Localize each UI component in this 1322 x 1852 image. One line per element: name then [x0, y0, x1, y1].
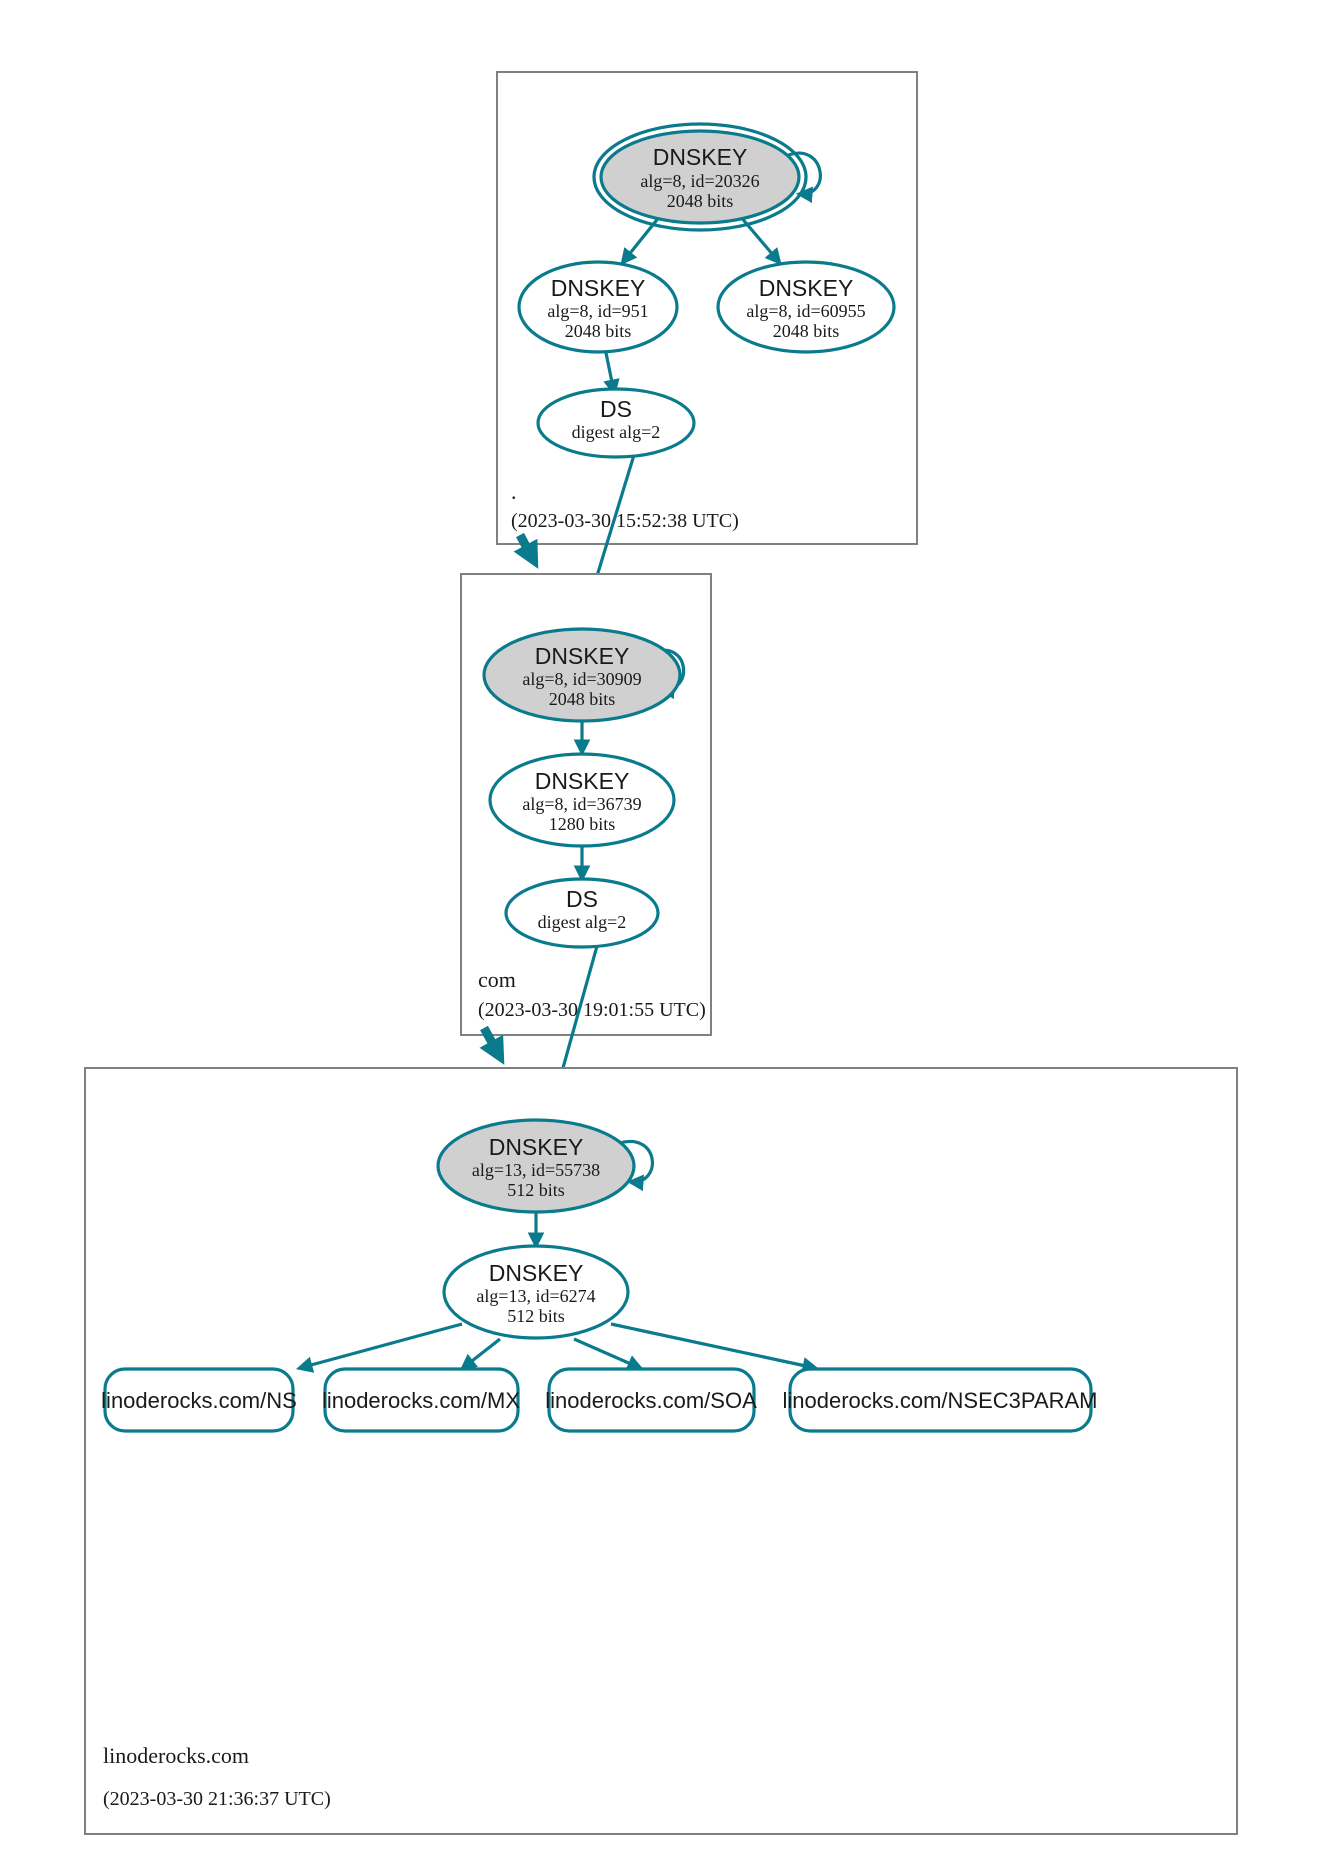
- node-zone-zsk[interactable]: DNSKEY alg=13, id=6274 512 bits: [442, 1244, 630, 1340]
- rrset-node-nsec3param[interactable]: linoderocks.com/NSEC3PARAM: [782, 1367, 1098, 1433]
- node-com-ksk-ellipse: [482, 627, 682, 723]
- node-root-ksk-alg-id: alg=8, id=20326: [640, 171, 759, 191]
- node-zone-zsk-ellipse: [442, 1244, 630, 1340]
- node-zone-zsk-bits: 512 bits: [507, 1306, 565, 1326]
- zone-label-linoderocks: linoderocks.com: [103, 1743, 249, 1768]
- rrset-label-nsec3param: linoderocks.com/NSEC3PARAM: [782, 1388, 1097, 1413]
- node-root-ds[interactable]: DS digest alg=2: [536, 387, 696, 459]
- rrset-label-mx: linoderocks.com/MX: [322, 1388, 520, 1413]
- edge-delegation-com-to-linoderocks: [479, 1025, 505, 1065]
- rrset-box-ns: [103, 1367, 295, 1433]
- node-com-zsk-alg-id: alg=8, id=36739: [522, 794, 641, 814]
- node-root-zsk-951-alg-id: alg=8, id=951: [547, 301, 648, 321]
- edge-zsk-to-rrset-nsec3param: [610, 1322, 820, 1374]
- node-zone-ksk-bits: 512 bits: [507, 1180, 565, 1200]
- node-root-ksk-anchor-ring: [592, 122, 808, 232]
- node-root-zsk-60955-ellipse: [716, 260, 896, 354]
- node-root-ds-digest: digest alg=2: [572, 422, 661, 442]
- node-com-ksk-title: DNSKEY: [535, 643, 630, 669]
- rrset-box-mx: [323, 1367, 520, 1433]
- node-root-zsk-951-title: DNSKEY: [551, 275, 646, 301]
- zone-label-com: com: [478, 967, 516, 992]
- node-root-zsk-60955[interactable]: DNSKEY alg=8, id=60955 2048 bits: [716, 260, 896, 354]
- node-root-zsk-951-bits: 2048 bits: [565, 321, 632, 341]
- node-zone-zsk-title: DNSKEY: [489, 1260, 584, 1286]
- node-root-ds-ellipse: [536, 387, 696, 459]
- node-zone-ksk-alg-id: alg=13, id=55738: [472, 1160, 600, 1180]
- node-com-ksk-alg-id: alg=8, id=30909: [522, 669, 641, 689]
- node-zone-ksk-ellipse: [436, 1118, 636, 1214]
- node-com-ds-ellipse: [504, 877, 660, 949]
- zone-group-linoderocks: DNSKEY alg=13, id=55738 512 bits DNSKEY …: [84, 1067, 1238, 1835]
- node-root-ksk-bits: 2048 bits: [667, 191, 734, 211]
- node-com-ksk[interactable]: DNSKEY alg=8, id=30909 2048 bits: [482, 627, 682, 723]
- edge-zsk-to-rrset-soa: [573, 1337, 644, 1371]
- node-zone-ksk[interactable]: DNSKEY alg=13, id=55738 512 bits: [436, 1118, 636, 1214]
- node-com-ds-title: DS: [566, 886, 598, 912]
- edge-zone-ksk-self-loop: [619, 1139, 654, 1192]
- node-com-zsk-bits: 1280 bits: [549, 814, 616, 834]
- rrset-node-soa[interactable]: linoderocks.com/SOA: [545, 1367, 757, 1433]
- node-root-ksk-ellipse: [599, 129, 801, 225]
- node-com-ds[interactable]: DS digest alg=2: [504, 877, 660, 949]
- node-com-zsk[interactable]: DNSKEY alg=8, id=36739 1280 bits: [488, 752, 676, 848]
- node-root-zsk-60955-alg-id: alg=8, id=60955: [746, 301, 865, 321]
- zone-box-linoderocks: [84, 1067, 1238, 1835]
- edge-root-ksk-self-loop: [785, 151, 822, 204]
- node-zone-ksk-title: DNSKEY: [489, 1134, 584, 1160]
- rrset-label-ns: linoderocks.com/NS: [101, 1388, 297, 1413]
- rrset-box-soa: [547, 1367, 756, 1433]
- node-zone-zsk-alg-id: alg=13, id=6274: [476, 1286, 595, 1306]
- node-com-ksk-bits: 2048 bits: [549, 689, 616, 709]
- zone-label-root: .: [511, 479, 517, 504]
- edge-root-zsk951-to-ds: [603, 347, 620, 397]
- rrset-node-ns[interactable]: linoderocks.com/NS: [101, 1367, 297, 1433]
- node-root-ksk-title: DNSKEY: [653, 144, 748, 170]
- zone-group-com: DNSKEY alg=8, id=30909 2048 bits DNSKEY …: [460, 573, 712, 1036]
- node-root-zsk-60955-title: DNSKEY: [759, 275, 854, 301]
- edge-zsk-to-rrset-mx: [459, 1337, 501, 1371]
- node-com-zsk-title: DNSKEY: [535, 768, 630, 794]
- rrset-label-soa: linoderocks.com/SOA: [545, 1388, 757, 1413]
- rrset-box-nsec3param: [788, 1367, 1093, 1433]
- zone-timestamp-root: (2023-03-30 15:52:38 UTC): [511, 510, 739, 532]
- zone-timestamp-com: (2023-03-30 19:01:55 UTC): [478, 999, 706, 1021]
- rrset-node-mx[interactable]: linoderocks.com/MX: [322, 1367, 520, 1433]
- node-root-zsk-951-ellipse: [517, 260, 679, 354]
- zone-group-root: DNSKEY alg=8, id=20326 2048 bits DNSKEY …: [496, 71, 918, 545]
- node-root-zsk-951[interactable]: DNSKEY alg=8, id=951 2048 bits: [517, 260, 679, 354]
- edge-zsk-to-rrset-ns: [295, 1322, 463, 1373]
- node-root-ds-title: DS: [600, 396, 632, 422]
- zone-timestamp-linoderocks: (2023-03-30 21:36:37 UTC): [103, 1788, 331, 1810]
- node-com-ds-digest: digest alg=2: [538, 912, 627, 932]
- node-root-zsk-60955-bits: 2048 bits: [773, 321, 840, 341]
- node-root-ksk[interactable]: DNSKEY alg=8, id=20326 2048 bits: [592, 122, 808, 232]
- node-com-zsk-ellipse: [488, 752, 676, 848]
- edge-delegation-root-to-com: [513, 532, 539, 569]
